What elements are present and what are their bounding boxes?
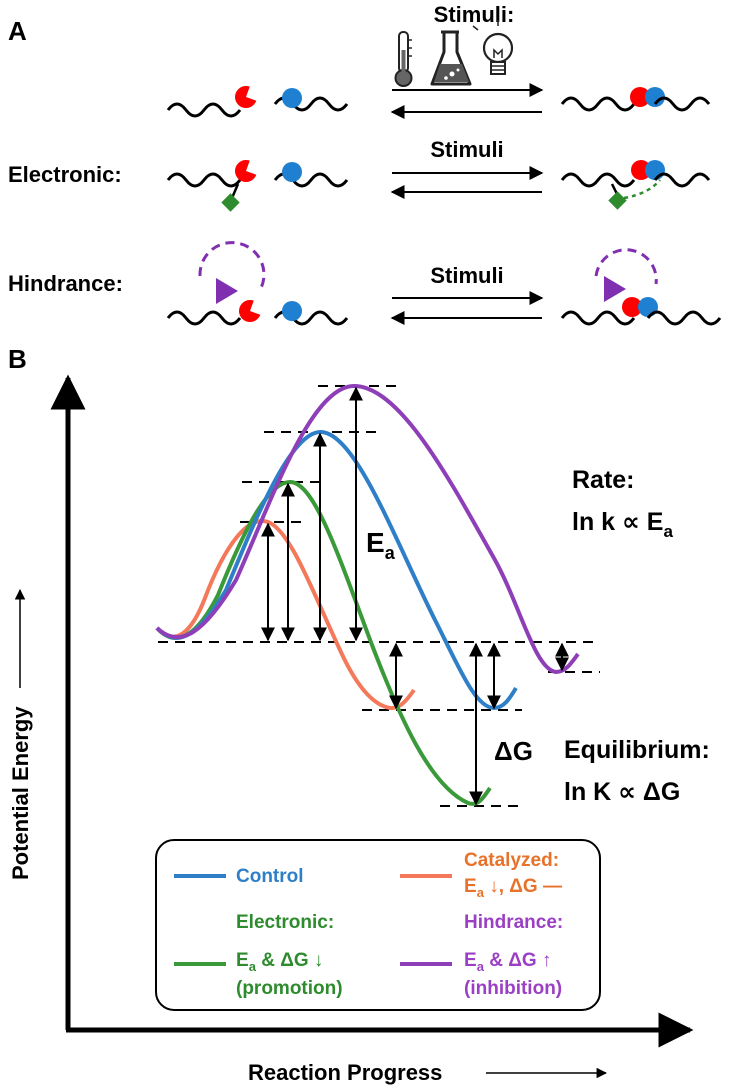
svg-text:(inhibition): (inhibition) xyxy=(464,978,562,999)
row-3-arrow-label: Stimuli xyxy=(430,263,503,288)
svg-text:(promotion): (promotion) xyxy=(236,978,343,999)
svg-text:Catalyzed:: Catalyzed: xyxy=(464,850,559,871)
rate-title: Rate: xyxy=(572,466,635,494)
hindrance-row-label: Hindrance: xyxy=(8,271,123,296)
svg-text:Hindrance:: Hindrance: xyxy=(464,912,563,933)
rate-equation: ln k ∝ Ea xyxy=(572,508,673,541)
row-2-reactants xyxy=(166,160,349,212)
panel-a-label: A xyxy=(8,16,27,46)
x-axis-label: Reaction Progress xyxy=(248,1060,442,1085)
dg-label: ΔG xyxy=(494,736,533,766)
legend-item-hindrance: Hindrance: Ea & ΔG ↑ (inhibition) xyxy=(400,912,563,999)
row-3-reactants xyxy=(166,241,349,326)
y-axis-label: Potential Energy xyxy=(8,706,33,880)
legend-item-electronic: Electronic: Ea & ΔG ↓ (promotion) xyxy=(174,912,343,999)
electronic-curve xyxy=(155,479,492,806)
row-2-products xyxy=(560,160,711,210)
legend-item-catalyzed: Catalyzed: Ea ↓, ΔG — xyxy=(400,850,562,900)
legend-item-control: Control xyxy=(174,866,304,887)
measurement-arrows xyxy=(261,386,569,806)
equilibrium-equation: ln K ∝ ΔG xyxy=(564,778,680,806)
stimuli-header: Stimuli: xyxy=(434,2,515,27)
row-2-arrow-label: Stimuli xyxy=(430,137,503,162)
legend-box xyxy=(155,839,601,1011)
flask-icon xyxy=(430,30,472,86)
row-1-products xyxy=(560,87,711,112)
svg-text:Ea & ΔG ↓: Ea & ΔG ↓ xyxy=(236,950,323,974)
electronic-row-label: Electronic: xyxy=(8,162,122,187)
row-3-products xyxy=(560,248,722,326)
equilibrium-title: Equilibrium: xyxy=(564,736,710,764)
svg-text:Ea ↓, ΔG —: Ea ↓, ΔG — xyxy=(464,876,562,900)
panel-b-label: B xyxy=(8,344,27,374)
control-curve xyxy=(155,429,518,711)
svg-text:Ea & ΔG ↑: Ea & ΔG ↑ xyxy=(464,950,551,974)
svg-text:Electronic:: Electronic: xyxy=(236,912,334,933)
lightbulb-icon xyxy=(472,20,514,75)
svg-text:Control: Control xyxy=(236,866,304,887)
hindrance-curve xyxy=(155,383,580,675)
ea-label: Ea xyxy=(366,527,396,563)
thermometer-icon xyxy=(394,31,413,87)
row-1-reactants xyxy=(166,86,349,118)
